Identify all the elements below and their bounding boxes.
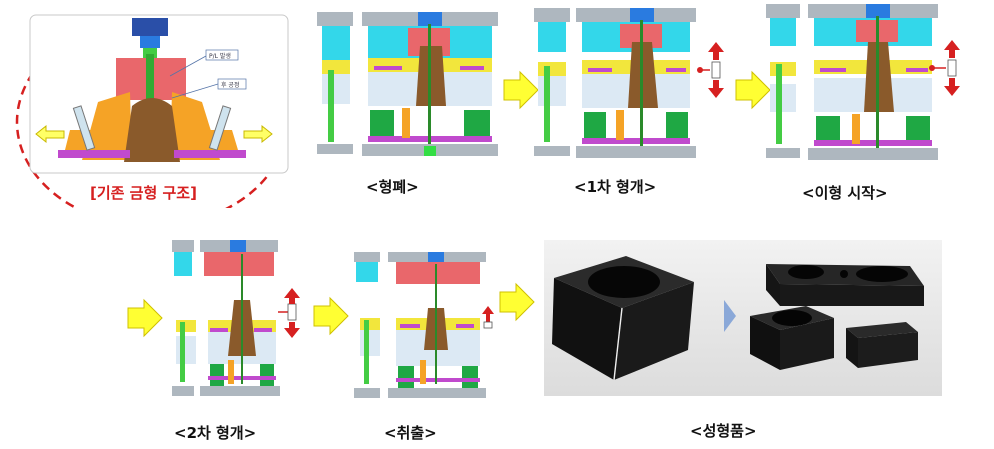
product-block-tray: [846, 322, 918, 338]
flow-arrow-5: [499, 282, 535, 322]
step-open2-caption: <2차 형개>: [174, 424, 257, 442]
flow-arrow-4: [313, 296, 349, 336]
product-caption: <성형품>: [690, 422, 757, 440]
callout-pl-label: P/L 발생: [209, 52, 231, 60]
flow-arrow-3: [127, 298, 163, 338]
flow-arrow-2: [735, 70, 771, 110]
flow-arrow-1: [503, 70, 539, 110]
step-eject-caption: <취출>: [384, 424, 437, 442]
mold-open1-diagram: <1차 형개>: [532, 6, 732, 196]
legacy-mold-panel: P/L 발생 후 공정 [기존 금형 구조]: [10, 10, 294, 228]
callout-undercut-label: 후 공정: [221, 81, 239, 89]
step-closed-caption: <형폐>: [366, 178, 419, 196]
product-arrow: [724, 300, 736, 332]
step-open1-caption: <1차 형개>: [574, 178, 657, 196]
mold-open2-diagram: <2차 형개>: [170, 238, 310, 442]
mold-closed-diagram: <형폐>: [314, 10, 500, 196]
step-demold-caption: <이형 시작>: [802, 184, 888, 202]
mold-demold-diagram: <이형 시작>: [764, 2, 974, 202]
product-photo: <성형품>: [544, 240, 942, 440]
mold-eject-diagram: <취출>: [352, 250, 502, 442]
legacy-caption: [기존 금형 구조]: [90, 184, 197, 202]
